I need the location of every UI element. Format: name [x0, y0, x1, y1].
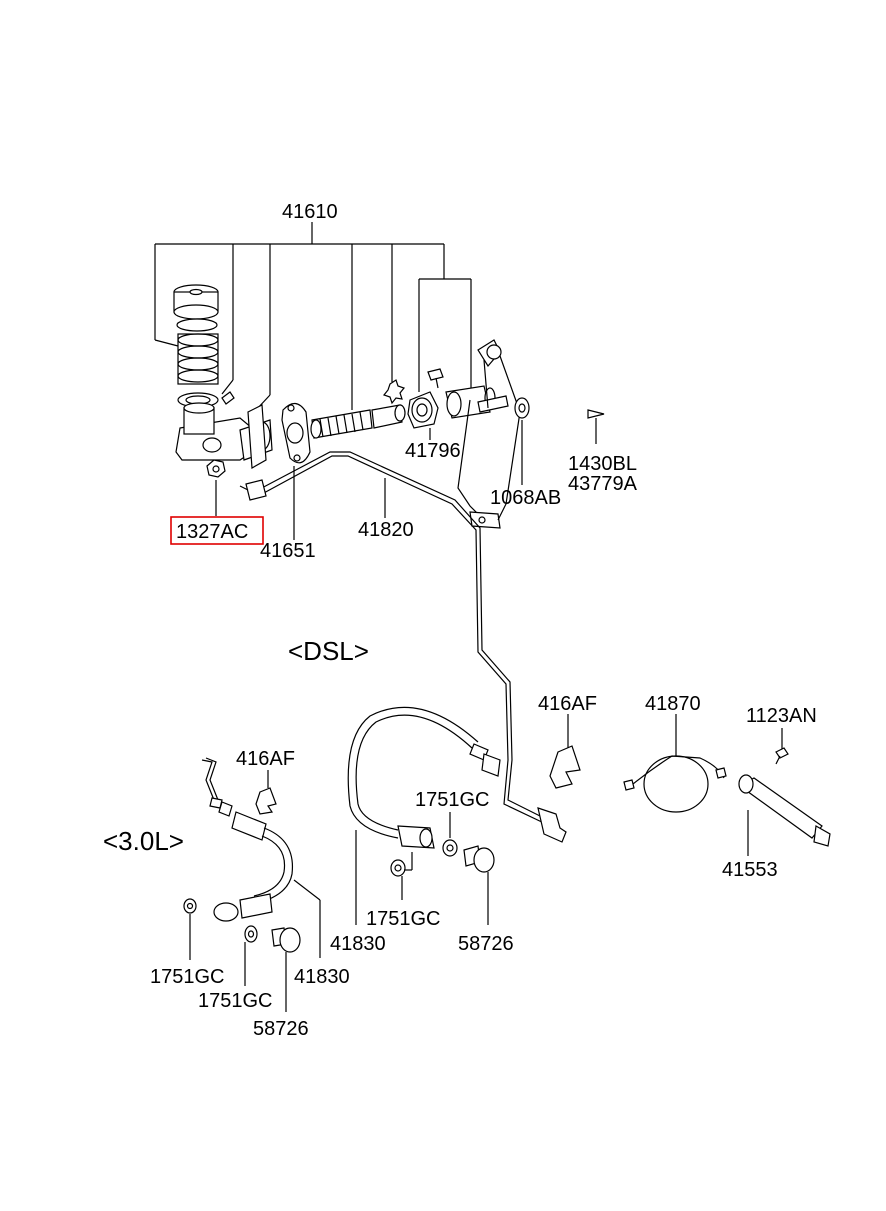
variant-label-3.0l: <3.0L>: [103, 826, 184, 856]
clip-416AF-left: [255, 770, 277, 815]
label-1327AC[interactable]: 1327AC: [176, 521, 248, 543]
nut-1327AC: [206, 459, 226, 516]
label-41870[interactable]: 41870: [645, 693, 701, 715]
label-1751GC-mid[interactable]: 1751GC: [366, 908, 441, 930]
damper-41553: [738, 774, 831, 856]
label-41651[interactable]: 41651: [260, 540, 316, 562]
pedal-bracket: [457, 339, 521, 529]
washer-1751GC-dsl: [390, 812, 458, 900]
pin-1430BL: [587, 409, 605, 444]
label-1123AN[interactable]: 1123AN: [746, 705, 817, 727]
highlight-box-1327AC: [170, 516, 264, 545]
label-1751GC-top[interactable]: 1751GC: [415, 789, 490, 811]
label-41830-left[interactable]: 41830: [294, 966, 350, 988]
label-416AF-left[interactable]: 416AF: [236, 748, 295, 770]
hose-41830-dsl: [347, 706, 501, 925]
variant-label-dsl: <DSL>: [288, 636, 369, 666]
reservoir-seal: [176, 318, 219, 408]
label-1751GC-left1[interactable]: 1751GC: [150, 966, 225, 988]
label-43779A[interactable]: 43779A: [568, 473, 638, 495]
bolt-58726-dsl: [463, 845, 495, 925]
clip-416AF-right: [549, 714, 581, 789]
screw-1123AN: [775, 728, 789, 765]
label-58726-mid[interactable]: 58726: [458, 933, 514, 955]
label-41820[interactable]: 41820: [358, 519, 414, 541]
reservoir-cap: [173, 284, 219, 320]
hose-41830-3.0l: [213, 811, 321, 958]
label-41553[interactable]: 41553: [722, 859, 778, 881]
label-416AF-right[interactable]: 416AF: [538, 693, 597, 715]
washer-1068AB: [514, 397, 530, 485]
tube-end-3.0l: [201, 757, 233, 817]
label-1430BL[interactable]: 1430BL: [568, 453, 637, 475]
label-1068AB[interactable]: 1068AB: [490, 487, 561, 509]
gasket-41651: [281, 402, 311, 540]
label-1751GC-left2[interactable]: 1751GC: [198, 990, 273, 1012]
dust-boot: [407, 391, 439, 440]
master-cylinder-body: [175, 391, 273, 469]
tube-41820: [239, 451, 567, 843]
label-58726-left[interactable]: 58726: [253, 1018, 309, 1040]
pushrod-clevis: [427, 368, 509, 419]
label-41610[interactable]: 41610: [282, 201, 338, 223]
bracket-41610: [154, 222, 472, 411]
cable-41870: [623, 714, 727, 813]
label-41796[interactable]: 41796: [405, 440, 461, 462]
bolt-58726-3.0l: [271, 927, 301, 1012]
label-41830-mid[interactable]: 41830: [330, 933, 386, 955]
washers-1751GC-3.0l: [183, 898, 258, 986]
piston-spring: [310, 379, 406, 439]
